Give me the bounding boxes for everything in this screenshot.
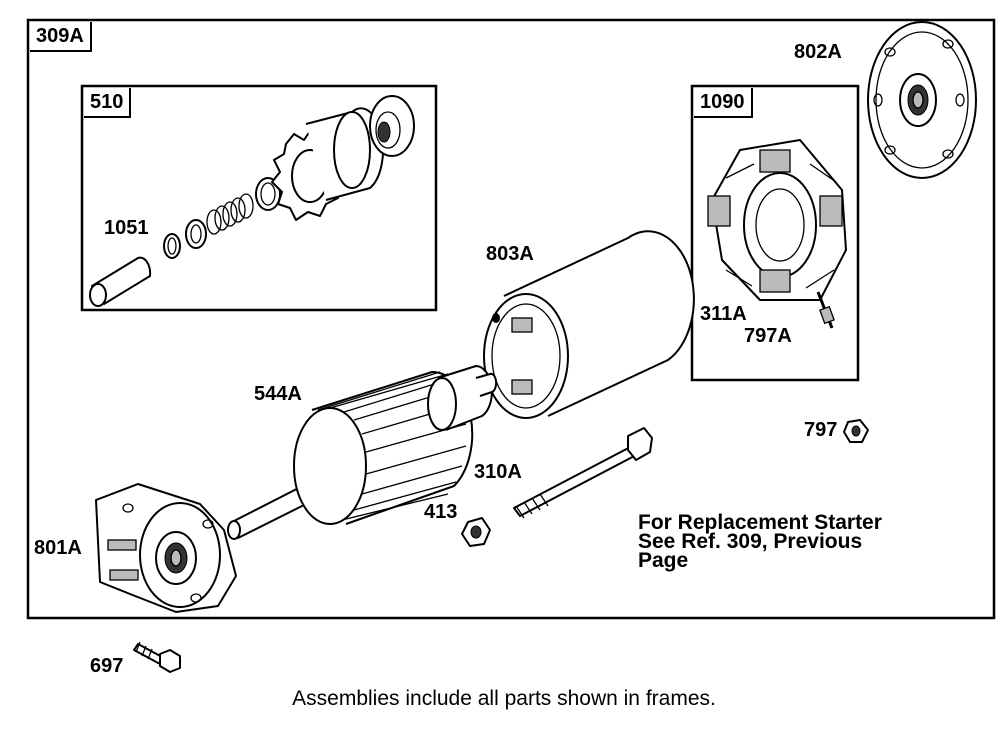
part-label-311A: 311A (700, 303, 747, 325)
part-label-310A: 310A (474, 461, 522, 483)
frame-510-label: 510 (84, 88, 132, 118)
part-label-697: 697 (90, 655, 124, 677)
part-label-802A: 802A (794, 41, 842, 63)
frame-1090-border (690, 84, 860, 382)
part-label-797: 797 (804, 419, 838, 441)
through-bolt-310A-drawing (513, 427, 653, 519)
screw-697-drawing (133, 641, 181, 673)
nut-797-drawing (843, 419, 869, 443)
frame-309A-border (26, 18, 996, 620)
brush-plate-drawing (707, 139, 847, 329)
frame-1090-label: 1090 (694, 88, 753, 118)
drive-end-801A-drawing (95, 483, 237, 613)
drive-assembly-drawing (89, 95, 415, 307)
part-label-1051: 1051 (104, 217, 149, 239)
replacement-note: For Replacement Starter See Ref. 309, Pr… (638, 511, 882, 572)
part-label-801A: 801A (34, 537, 82, 559)
note-line-1: For Replacement Starter (638, 511, 882, 534)
part-label-413: 413 (424, 501, 458, 523)
part-label-544A: 544A (254, 383, 302, 405)
frame-309A-label: 309A (30, 22, 92, 52)
housing-803A-drawing (483, 230, 695, 419)
nut-413-drawing (461, 517, 491, 547)
part-label-797A: 797A (744, 325, 792, 347)
end-cap-802A-drawing (867, 21, 977, 179)
assemblies-caption: Assemblies include all parts shown in fr… (292, 687, 716, 710)
frame-510-border (80, 84, 438, 312)
armature-544A-drawing (227, 365, 498, 540)
part-label-803A: 803A (486, 243, 534, 265)
note-line-3: Page (638, 549, 689, 572)
note-line-2: See Ref. 309, Previous (638, 530, 863, 553)
